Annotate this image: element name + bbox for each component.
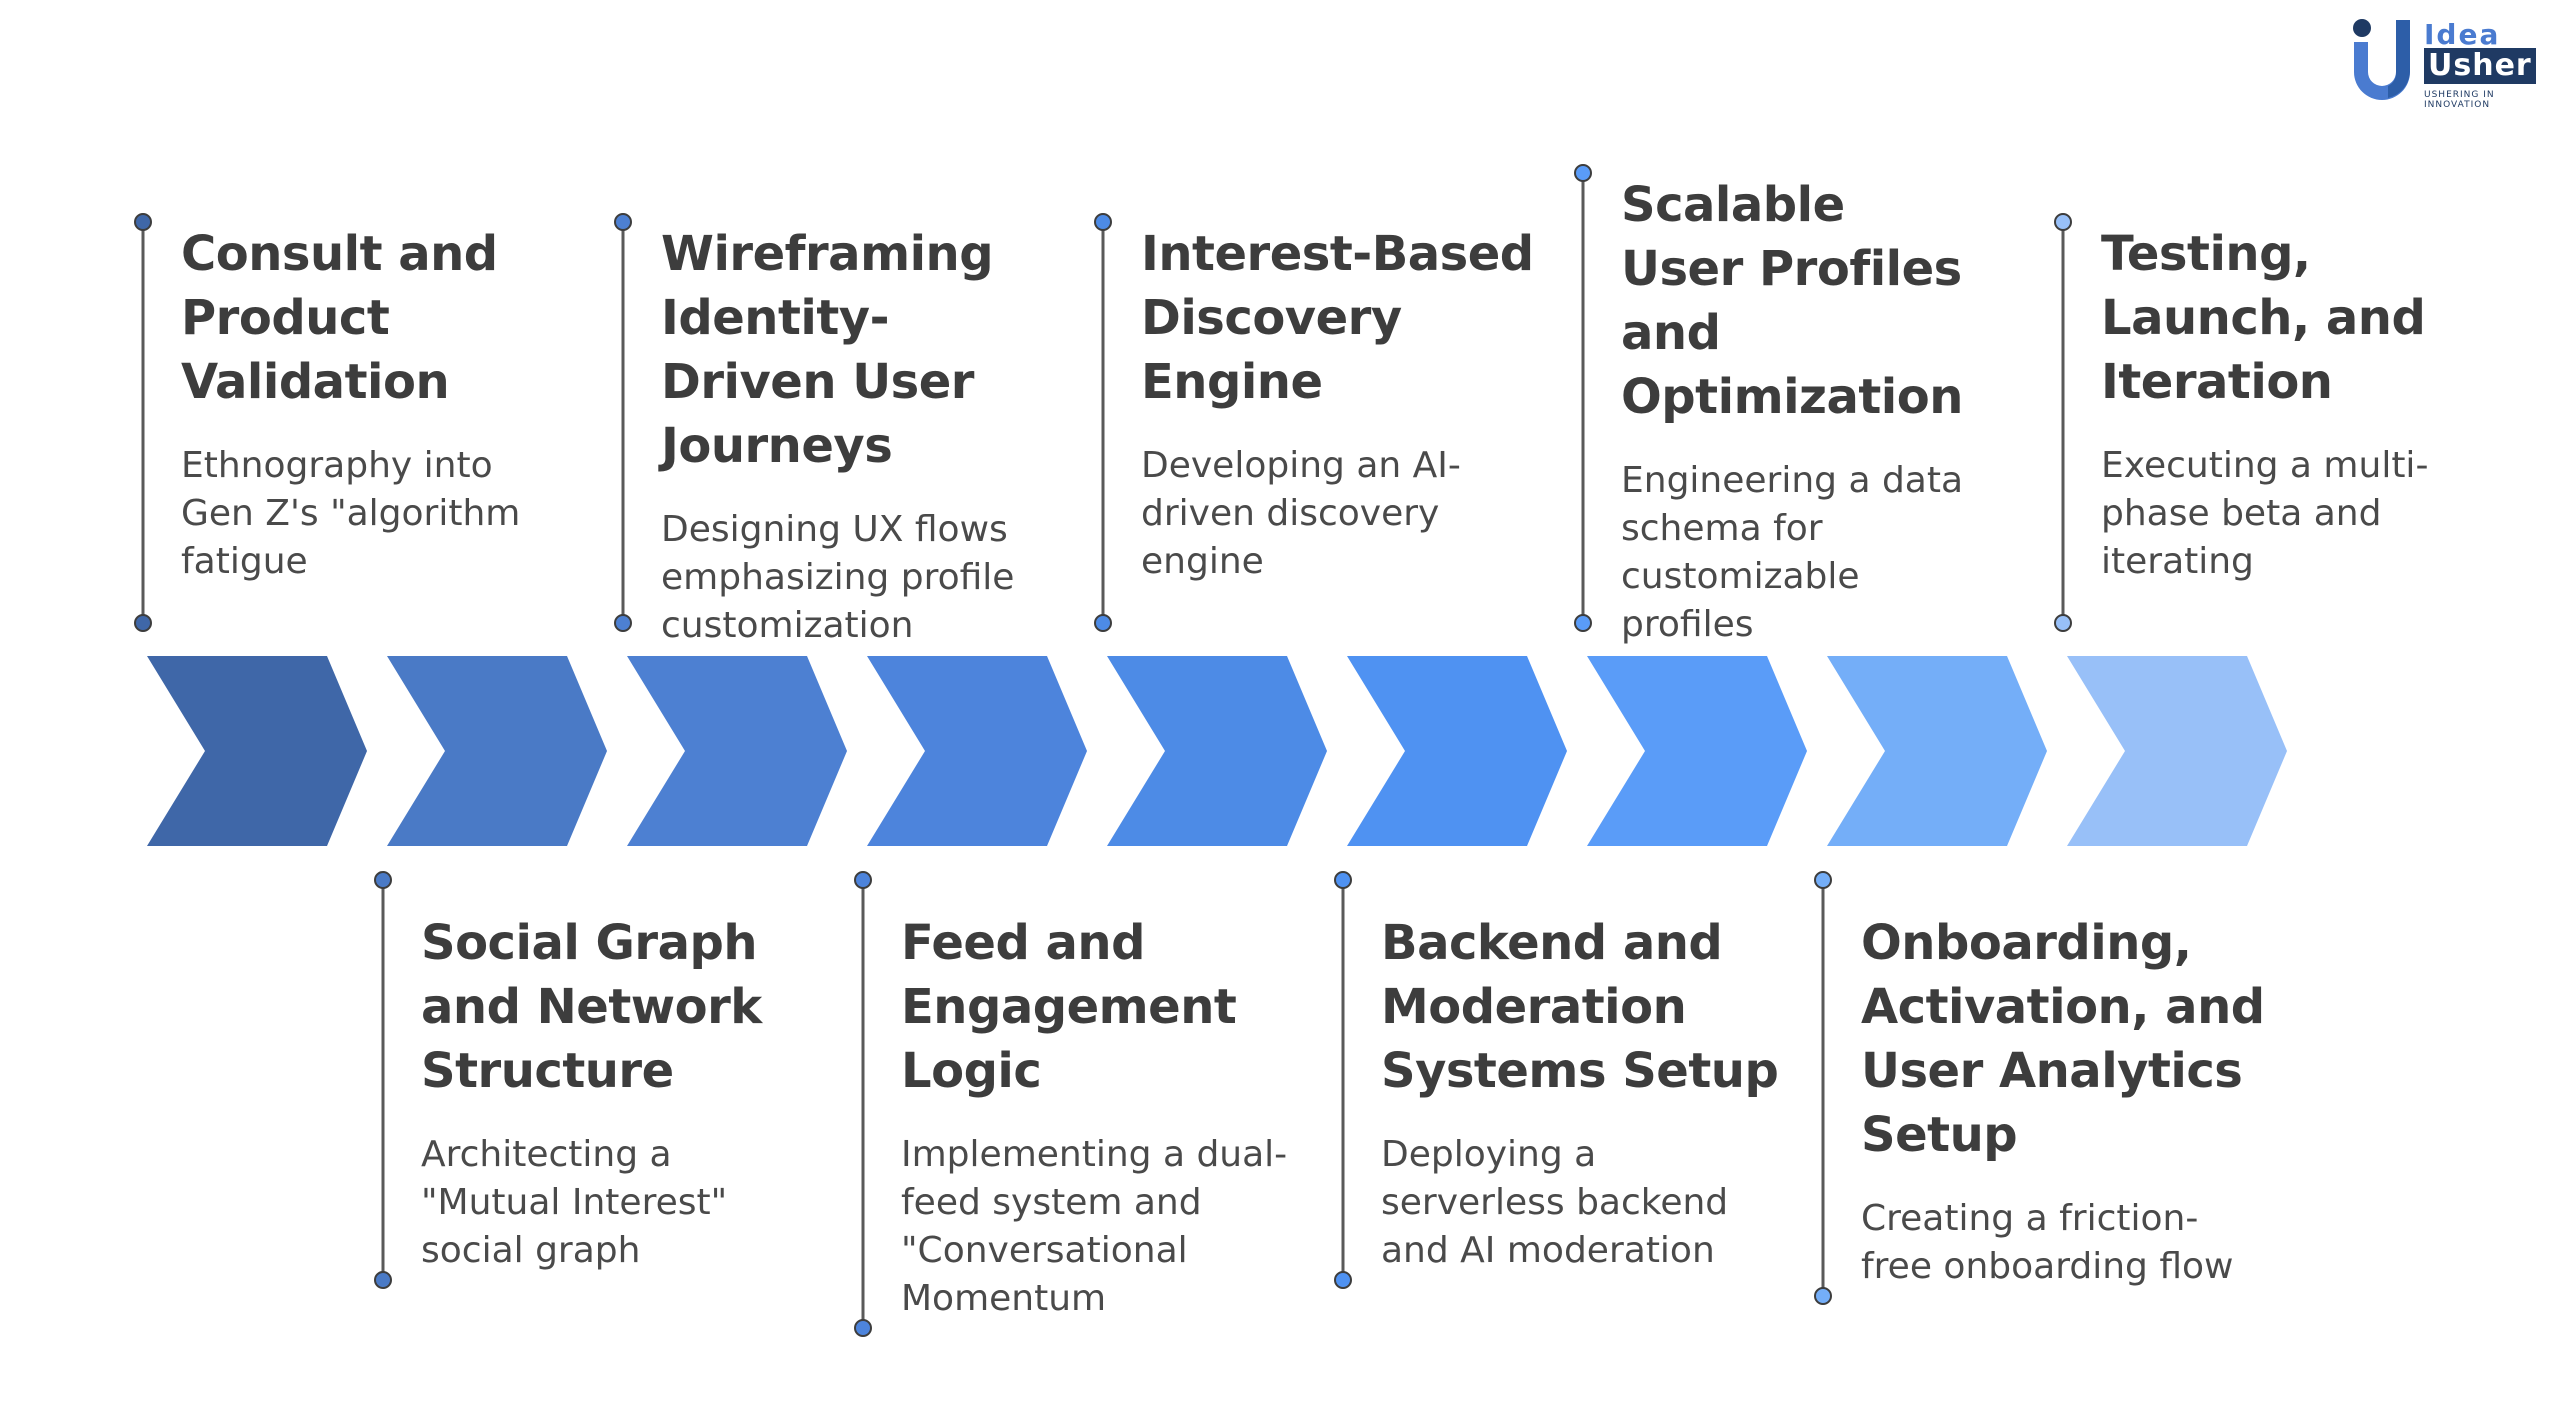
step-description: Deploying a serverless backend and AI mo… [1381, 1134, 1729, 1271]
step-2: Social Graph and Network Structure Archi… [421, 911, 881, 1275]
step-description: Implementing a dual-feed system and "Con… [901, 1134, 1288, 1319]
connector-dot [374, 1271, 392, 1289]
brand-logo: Idea Usher USHERING IN INNOVATION [2348, 12, 2560, 110]
step-description: Executing a multi-phase beta and iterati… [2101, 445, 2429, 582]
connector-dot [1574, 614, 1592, 632]
step-title: Backend and Moderation Systems Setup [1381, 915, 1779, 1099]
chevron-7 [1587, 656, 1807, 846]
step-description: Creating a friction-free onboarding flow [1861, 1198, 2234, 1287]
step-3: Wireframing Identity-Driven User Journey… [661, 222, 1121, 650]
connector-dot [134, 213, 152, 231]
step-description: Architecting a "Mutual Interest" social … [421, 1134, 728, 1271]
step-title: Consult and Product Validation [181, 226, 498, 410]
chevron-8 [1827, 656, 2047, 846]
chevron-5 [1107, 656, 1327, 846]
chevron-4 [867, 656, 1087, 846]
connector-dot [1094, 614, 1112, 632]
step-description: Engineering a data schema for customizab… [1621, 460, 1964, 645]
step-title: Interest-Based Discovery Engine [1141, 226, 1534, 410]
step-9: Testing, Launch, and Iteration Executing… [2101, 222, 2560, 586]
connector-dot [854, 871, 872, 889]
step-7: Scalable User Profiles and Optimization … [1621, 173, 2081, 649]
connector-dot [374, 871, 392, 889]
step-6: Backend and Moderation Systems Setup Dep… [1381, 911, 1841, 1275]
step-title: Onboarding, Activation, and User Analyti… [1861, 915, 2265, 1163]
connector-dot [1574, 164, 1592, 182]
connector-dot [134, 614, 152, 632]
connector-dot [1334, 1271, 1352, 1289]
connector-dot [614, 213, 632, 231]
connector-dot [2054, 213, 2072, 231]
logo-word-bottom: Usher [2424, 48, 2536, 84]
step-title: Scalable User Profiles and Optimization [1621, 177, 1963, 425]
logo-tagline: USHERING IN INNOVATION [2424, 90, 2495, 110]
connector-dot [1814, 1287, 1832, 1305]
chevron-3 [627, 656, 847, 846]
step-description: Developing an AI-driven discovery engine [1141, 445, 1461, 582]
step-5: Interest-Based Discovery Engine Developi… [1141, 222, 1601, 586]
step-description: Designing UX flows emphasizing profile c… [661, 509, 1015, 646]
step-title: Testing, Launch, and Iteration [2101, 226, 2426, 410]
chevron-9 [2067, 656, 2287, 846]
connector-dot [2054, 614, 2072, 632]
connector-dot [854, 1319, 872, 1337]
connector-dot [1814, 871, 1832, 889]
step-title: Wireframing Identity-Driven User Journey… [661, 226, 994, 474]
step-1: Consult and Product Validation Ethnograp… [181, 222, 641, 586]
step-title: Social Graph and Network Structure [421, 915, 762, 1099]
step-description: Ethnography into Gen Z's "algorithm fati… [181, 445, 521, 582]
step-8: Onboarding, Activation, and User Analyti… [1861, 911, 2321, 1291]
connector-dot [614, 614, 632, 632]
chevron-1 [147, 656, 367, 846]
connector-dot [1094, 213, 1112, 231]
chevron-2 [387, 656, 607, 846]
logo-word-top: Idea [2424, 18, 2501, 51]
connector-dot [1334, 871, 1352, 889]
chevron-6 [1347, 656, 1567, 846]
logo-mark-icon [2353, 19, 2410, 100]
step-4: Feed and Engagement Logic Implementing a… [901, 911, 1361, 1323]
step-title: Feed and Engagement Logic [901, 915, 1237, 1099]
